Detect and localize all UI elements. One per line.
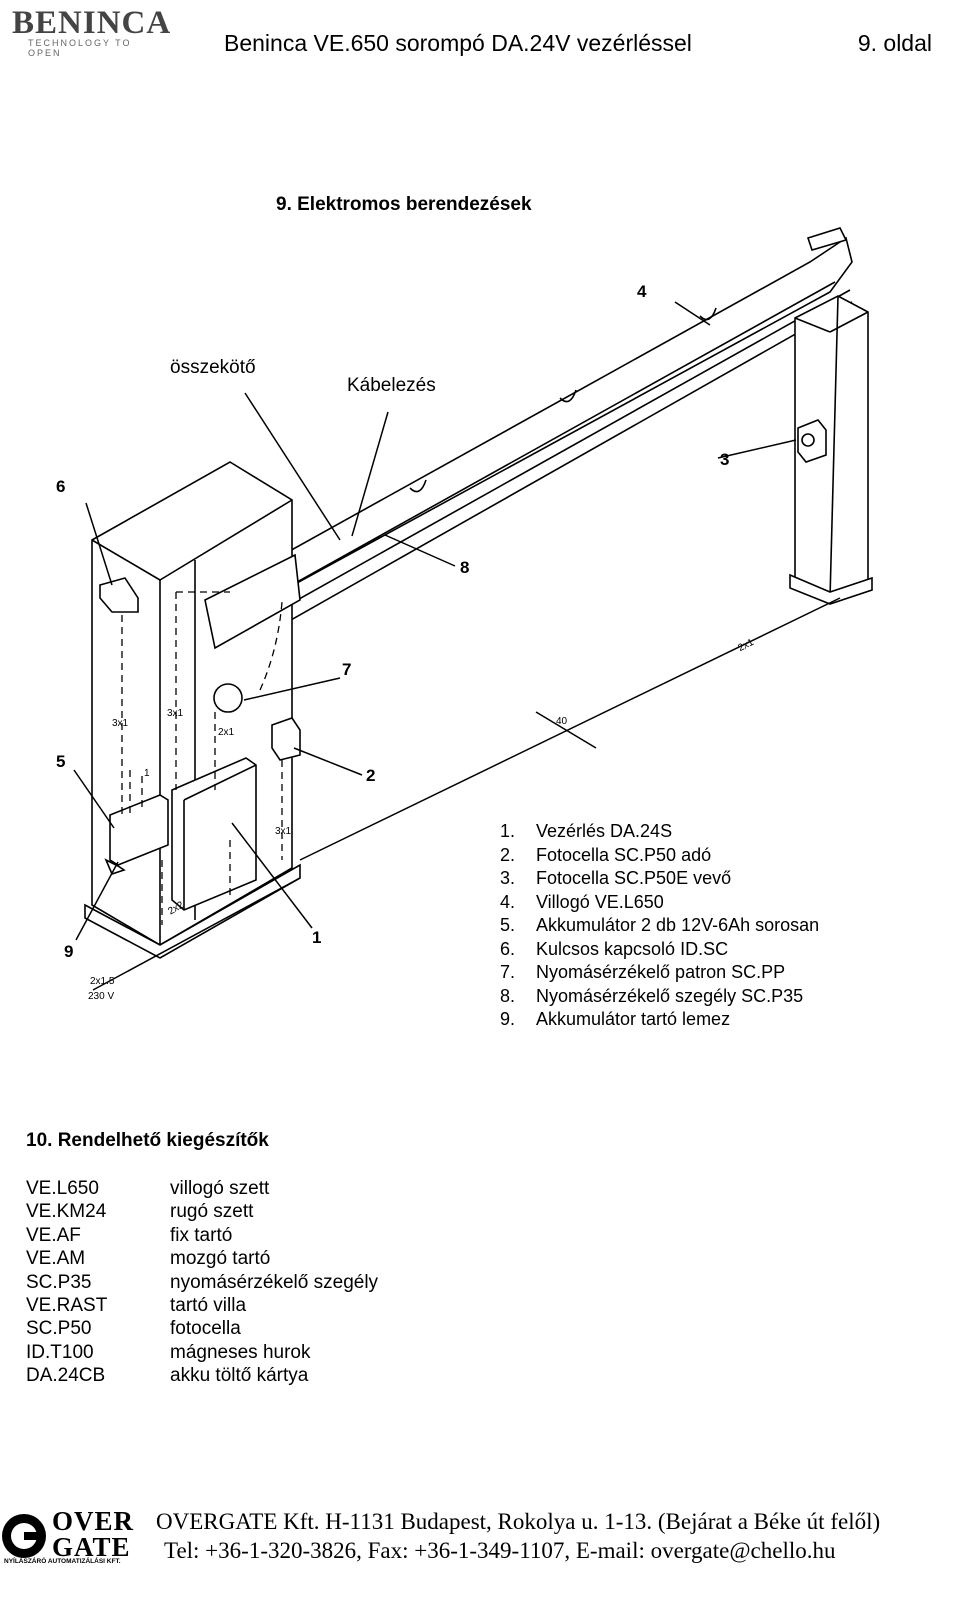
end-post bbox=[789, 295, 873, 605]
legend-number: 5. bbox=[500, 915, 516, 935]
legend-item: 2. Fotocella SC.P50 adó bbox=[500, 844, 819, 868]
cable-mark: 3x1 bbox=[275, 826, 292, 837]
cable-mark: 3x1 bbox=[112, 718, 129, 729]
logo-subtitle: NYÍLÁSZÁRÓ AUTOMATIZÁLÁSI KFT. bbox=[4, 1558, 121, 1565]
accessory-item: SC.P50 fotocella bbox=[26, 1317, 378, 1340]
accessory-description: rugó szett bbox=[170, 1201, 254, 1223]
legend-text: Akkumulátor tartó lemez bbox=[536, 1009, 731, 1029]
accessory-item: VE.AF fix tartó bbox=[26, 1224, 378, 1247]
document-title: Beninca VE.650 sorompó DA.24V vezérlésse… bbox=[224, 30, 692, 56]
leader-lines bbox=[73, 301, 841, 991]
callout-1: 1 bbox=[312, 928, 322, 947]
legend-text: Nyomásérzékelő szegély SC.P35 bbox=[536, 985, 804, 1006]
overgate-logo: OVER GATE NYÍLÁSZÁRÓ AUTOMATIZÁLÁSI KFT. bbox=[4, 1506, 135, 1566]
accessory-item: VE.RAST tartó villa bbox=[26, 1294, 378, 1317]
callout-7: 7 bbox=[342, 660, 352, 679]
mains-cable-label: 2x1.5 bbox=[90, 976, 115, 987]
legend-item: 5. Akkumulátor 2 db 12V-6Ah sorosan bbox=[500, 914, 819, 938]
legend-text: Nyomásérzékelő patron SC.PP bbox=[536, 962, 786, 982]
accessory-description: fotocella bbox=[170, 1318, 241, 1340]
legend-text: Villogó VE.L650 bbox=[536, 891, 664, 912]
accessory-item: VE.AM mozgó tartó bbox=[26, 1247, 378, 1270]
legend-item: 7. Nyomásérzékelő patron SC.PP bbox=[500, 961, 819, 985]
accessory-code: ID.T100 bbox=[26, 1341, 94, 1363]
legend-item: 8. Nyomásérzékelő szegély SC.P35 bbox=[500, 985, 819, 1009]
legend-text: Akkumulátor 2 db 12V-6Ah sorosan bbox=[536, 915, 820, 935]
legend-item: 6. Kulcsos kapcsoló ID.SC bbox=[500, 938, 819, 962]
footer-contact: Tel: +36-1-320-3826, Fax: +36-1-349-1107… bbox=[164, 1538, 836, 1563]
accessory-item: ID.T100 mágneses hurok bbox=[26, 1341, 378, 1364]
cable-mark: 3x1 bbox=[167, 708, 184, 719]
page-number: 9. oldal bbox=[857, 30, 932, 56]
accessory-code: VE.AF bbox=[26, 1224, 81, 1246]
accessory-item: VE.KM24 rugó szett bbox=[26, 1200, 378, 1223]
legend-item: 9. Akkumulátor tartó lemez bbox=[500, 1008, 819, 1032]
callout-6: 6 bbox=[56, 477, 66, 496]
accessory-code: SC.P50 bbox=[26, 1318, 92, 1340]
mains-voltage-label: 230 V bbox=[88, 991, 115, 1002]
logo-word-over: OVER bbox=[52, 1506, 135, 1536]
accessory-item: SC.P35 nyomásérzékelő szegély bbox=[26, 1271, 378, 1294]
accessory-description: akku töltő kártya bbox=[170, 1365, 309, 1387]
accessory-description: mágneses hurok bbox=[170, 1341, 311, 1363]
accessory-code: VE.L650 bbox=[26, 1178, 99, 1199]
logo-brand-text: BENINCA bbox=[12, 5, 172, 41]
legend-number: 8. bbox=[500, 985, 516, 1006]
legend-text: Vezérlés DA.24S bbox=[536, 821, 673, 841]
accessory-description: fix tartó bbox=[170, 1224, 233, 1246]
accessory-description: tartó villa bbox=[170, 1295, 247, 1317]
legend-number: 6. bbox=[500, 938, 516, 959]
logo-word-gate: GATE bbox=[52, 1532, 131, 1562]
connector-label: összekötő bbox=[170, 357, 256, 378]
legend-number: 1. bbox=[500, 821, 516, 841]
accessory-code: DA.24CB bbox=[26, 1365, 106, 1387]
accessory-code: VE.KM24 bbox=[26, 1201, 107, 1223]
legend-number: 9. bbox=[500, 1009, 516, 1029]
section-9-title: 9. Elektromos berendezések bbox=[276, 194, 532, 215]
accessory-description: villogó szett bbox=[170, 1178, 270, 1199]
accessory-code: SC.P35 bbox=[26, 1271, 92, 1293]
cable-runs bbox=[121, 591, 283, 925]
legend-item: 1. Vezérlés DA.24S bbox=[500, 820, 819, 844]
accessory-item: VE.L650 villogó szett bbox=[26, 1177, 378, 1200]
logo-tagline: TECHNOLOGY TO OPEN bbox=[28, 38, 132, 58]
cabling-label: Kábelezés bbox=[347, 375, 436, 396]
section-10-title: 10. Rendelhető kiegészítők bbox=[26, 1130, 269, 1151]
legend-number: 7. bbox=[500, 962, 516, 982]
legend-number: 3. bbox=[500, 868, 516, 888]
accessory-item: DA.24CB akku töltő kártya bbox=[26, 1364, 378, 1387]
beninca-logo: BENINCA TECHNOLOGY TO OPEN bbox=[12, 5, 172, 58]
dimension-mark: 40 bbox=[556, 716, 568, 727]
callout-2: 2 bbox=[366, 766, 376, 785]
accessory-code: VE.AM bbox=[26, 1248, 86, 1270]
legend-number: 2. bbox=[500, 844, 516, 865]
callout-4: 4 bbox=[637, 282, 647, 301]
accessory-code: VE.RAST bbox=[26, 1295, 108, 1317]
cable-mark: 2x1 bbox=[218, 727, 235, 738]
callout-8: 8 bbox=[460, 558, 470, 577]
legend-number: 4. bbox=[500, 891, 516, 912]
barrier-cabinet bbox=[84, 461, 301, 959]
callout-9: 9 bbox=[64, 942, 74, 961]
legend-item: 4. Villogó VE.L650 bbox=[500, 891, 819, 915]
legend-text: Fotocella SC.P50 adó bbox=[536, 844, 712, 865]
footer-address: OVERGATE Kft. H-1131 Budapest, Rokolya u… bbox=[156, 1509, 881, 1534]
accessory-description: mozgó tartó bbox=[170, 1248, 271, 1270]
boom-arm bbox=[203, 227, 853, 651]
cable-mark: 1 bbox=[144, 768, 150, 779]
accessory-description: nyomásérzékelő szegély bbox=[170, 1271, 379, 1293]
callout-3: 3 bbox=[720, 450, 730, 469]
callout-5: 5 bbox=[56, 752, 66, 771]
legend-text: Fotocella SC.P50E vevő bbox=[536, 868, 732, 888]
legend-item: 3. Fotocella SC.P50E vevő bbox=[500, 867, 819, 891]
legend-text: Kulcsos kapcsoló ID.SC bbox=[536, 938, 729, 959]
